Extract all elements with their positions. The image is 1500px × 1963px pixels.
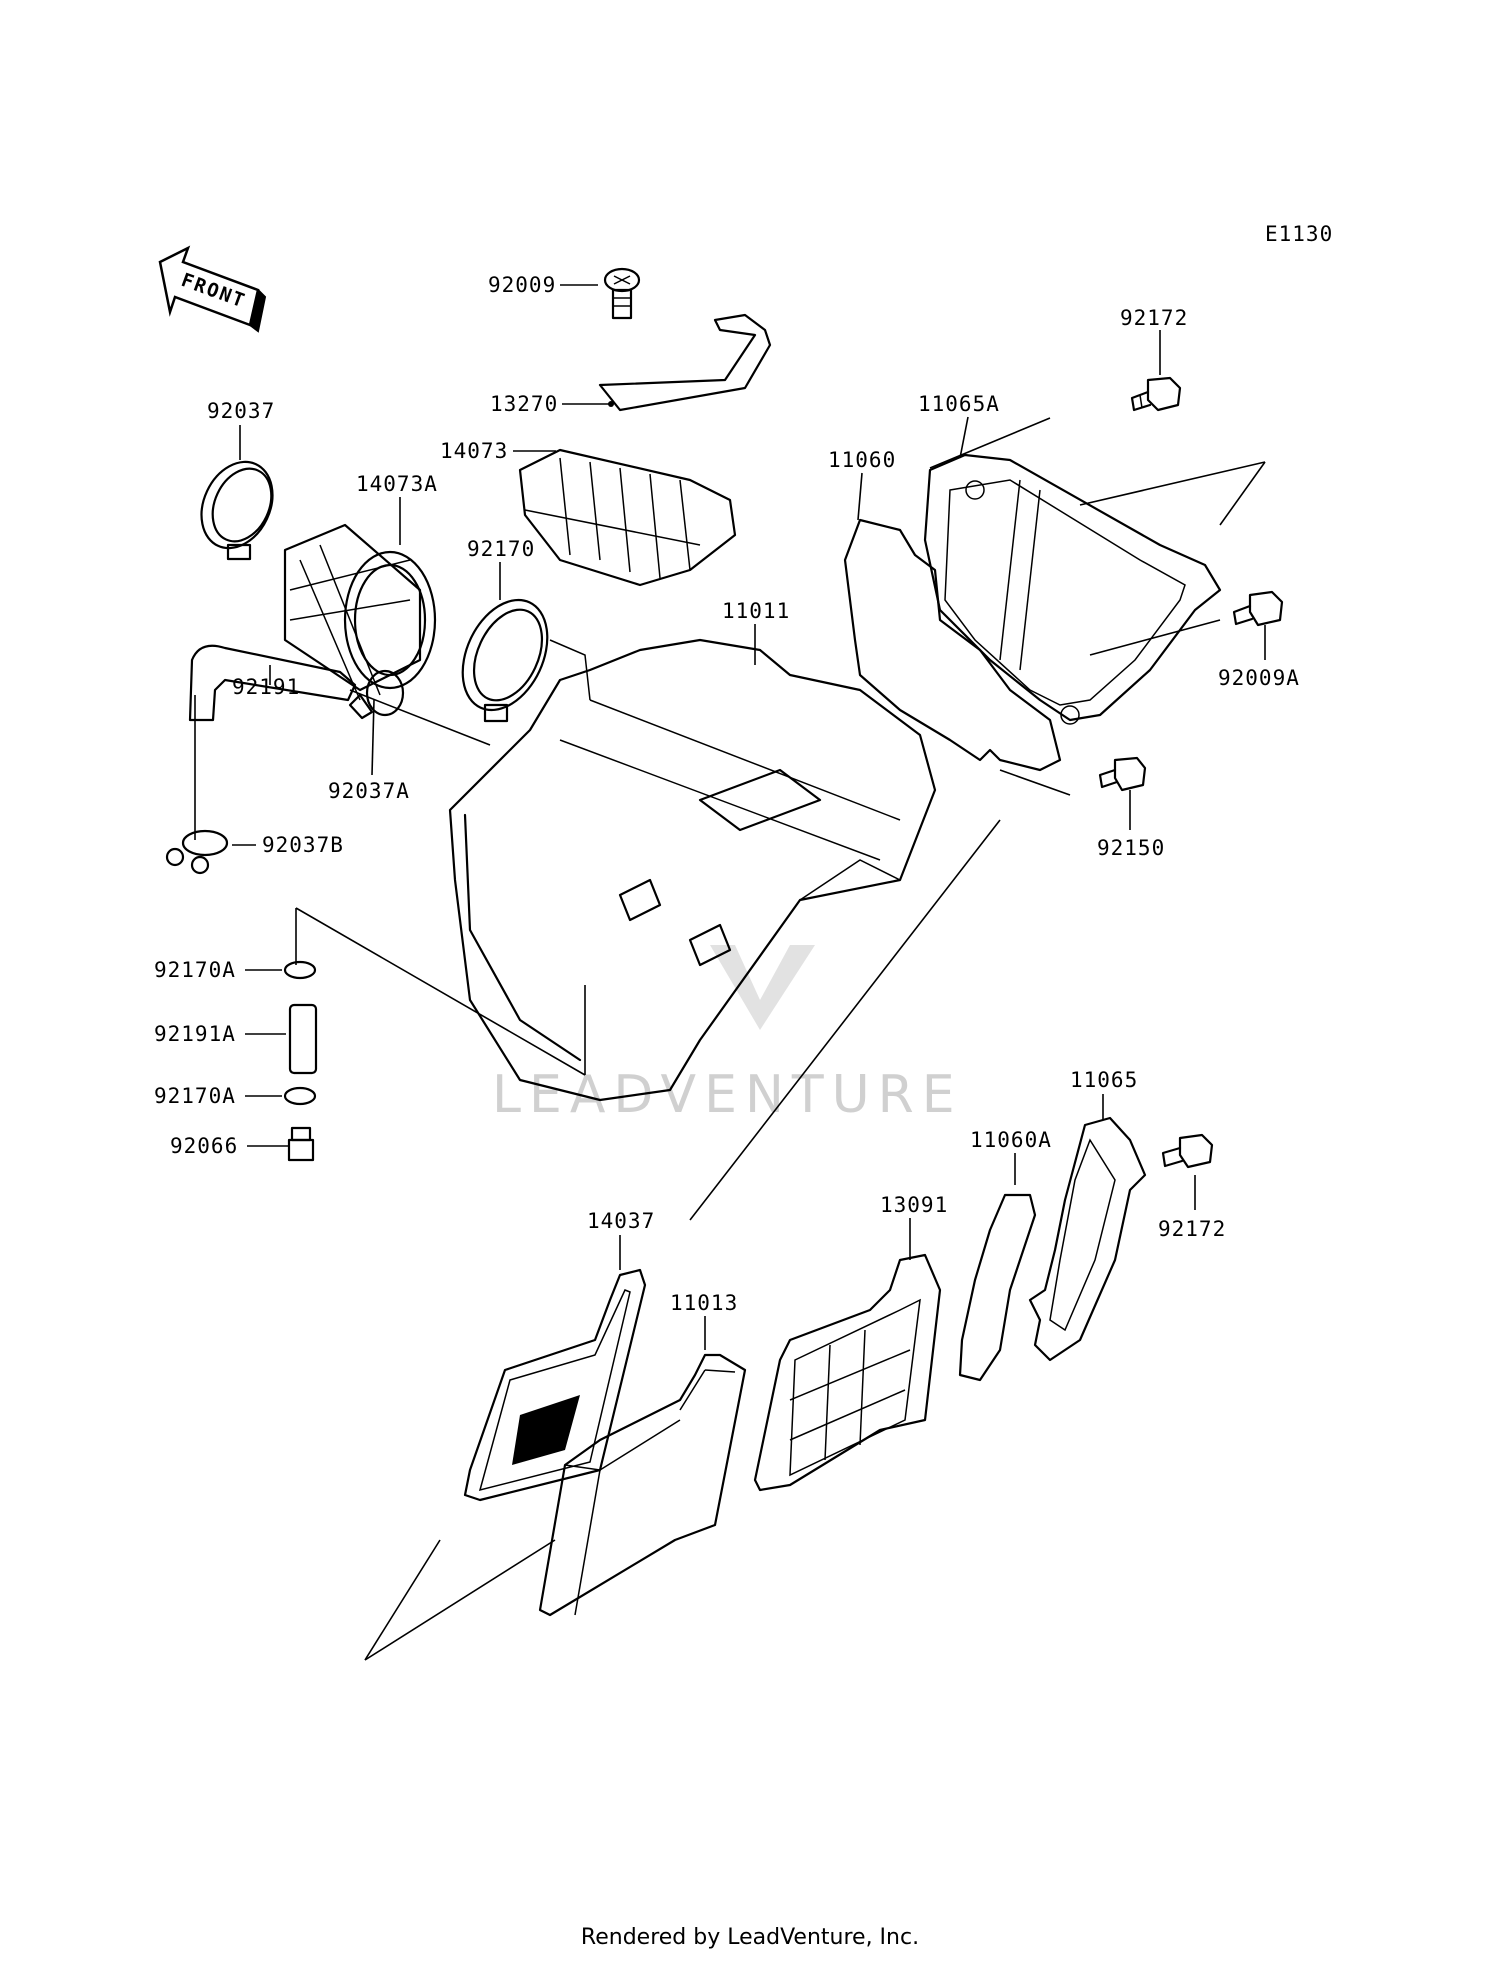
label-14037: 14037 [587, 1209, 655, 1233]
label-92066: 92066 [170, 1134, 238, 1158]
screen-13091 [753, 1253, 942, 1492]
cover-11065 [1028, 1116, 1147, 1362]
gasket-11060a [958, 1193, 1037, 1382]
label-14073: 14073 [440, 439, 508, 463]
cap-92066-icon [287, 1126, 315, 1162]
label-92170: 92170 [467, 537, 535, 561]
diagram-code: E1130 [1265, 222, 1333, 246]
label-11065a: 11065A [918, 392, 1000, 416]
bolt-92009a-icon [1232, 590, 1284, 627]
label-92170a-top: 92170A [154, 958, 236, 982]
clamp-92037a [348, 669, 405, 720]
watermark: LEADVENTURE [492, 945, 963, 1125]
clamp-92170a-bottom [283, 1086, 317, 1106]
clip-92037b [165, 829, 229, 875]
clamp-92037 [200, 460, 274, 561]
footer-credit: Rendered by LeadVenture, Inc. [580, 1925, 920, 1950]
label-92037a: 92037A [328, 779, 410, 803]
label-92172-bottom: 92172 [1158, 1217, 1226, 1241]
label-11060: 11060 [828, 448, 896, 472]
label-92172-top: 92172 [1120, 306, 1188, 330]
label-92009a: 92009A [1218, 666, 1300, 690]
label-13270: 13270 [490, 392, 558, 416]
tube-92191a [288, 1003, 318, 1075]
label-92191a: 92191A [154, 1022, 236, 1046]
label-11011: 11011 [722, 599, 790, 623]
air-box-11011 [448, 638, 937, 1102]
label-13091: 13091 [880, 1193, 948, 1217]
label-11065: 11065 [1070, 1068, 1138, 1092]
label-92170a-bottom: 92170A [154, 1084, 236, 1108]
hose-92191 [188, 644, 357, 722]
label-11060a: 11060A [970, 1128, 1052, 1152]
label-92037b: 92037B [262, 833, 344, 857]
watermark-text: LEADVENTURE [492, 1065, 963, 1125]
gasket-11060 [843, 518, 1062, 772]
clamp-92170 [461, 598, 549, 723]
label-11013: 11013 [670, 1291, 738, 1315]
label-92037: 92037 [207, 399, 275, 423]
clamp-92170a-top [283, 960, 317, 980]
leader-lines [194, 284, 1266, 1661]
bolt-92172-bottom-icon [1161, 1133, 1214, 1169]
label-92009: 92009 [488, 273, 556, 297]
bolt-92172-top-icon [1130, 376, 1182, 412]
filter-11013 [538, 1353, 747, 1617]
label-92150: 92150 [1097, 836, 1165, 860]
duct-14073 [518, 448, 737, 587]
front-arrow-icon: FRONT [158, 245, 267, 333]
duct-14073a [283, 523, 437, 701]
bolt-92150-icon [1098, 756, 1147, 792]
plate-14037 [463, 1268, 647, 1502]
screw-92009-icon [603, 267, 641, 320]
bracket-13270 [598, 313, 772, 412]
cover-11065a [923, 453, 1222, 725]
label-14073a: 14073A [356, 472, 438, 496]
